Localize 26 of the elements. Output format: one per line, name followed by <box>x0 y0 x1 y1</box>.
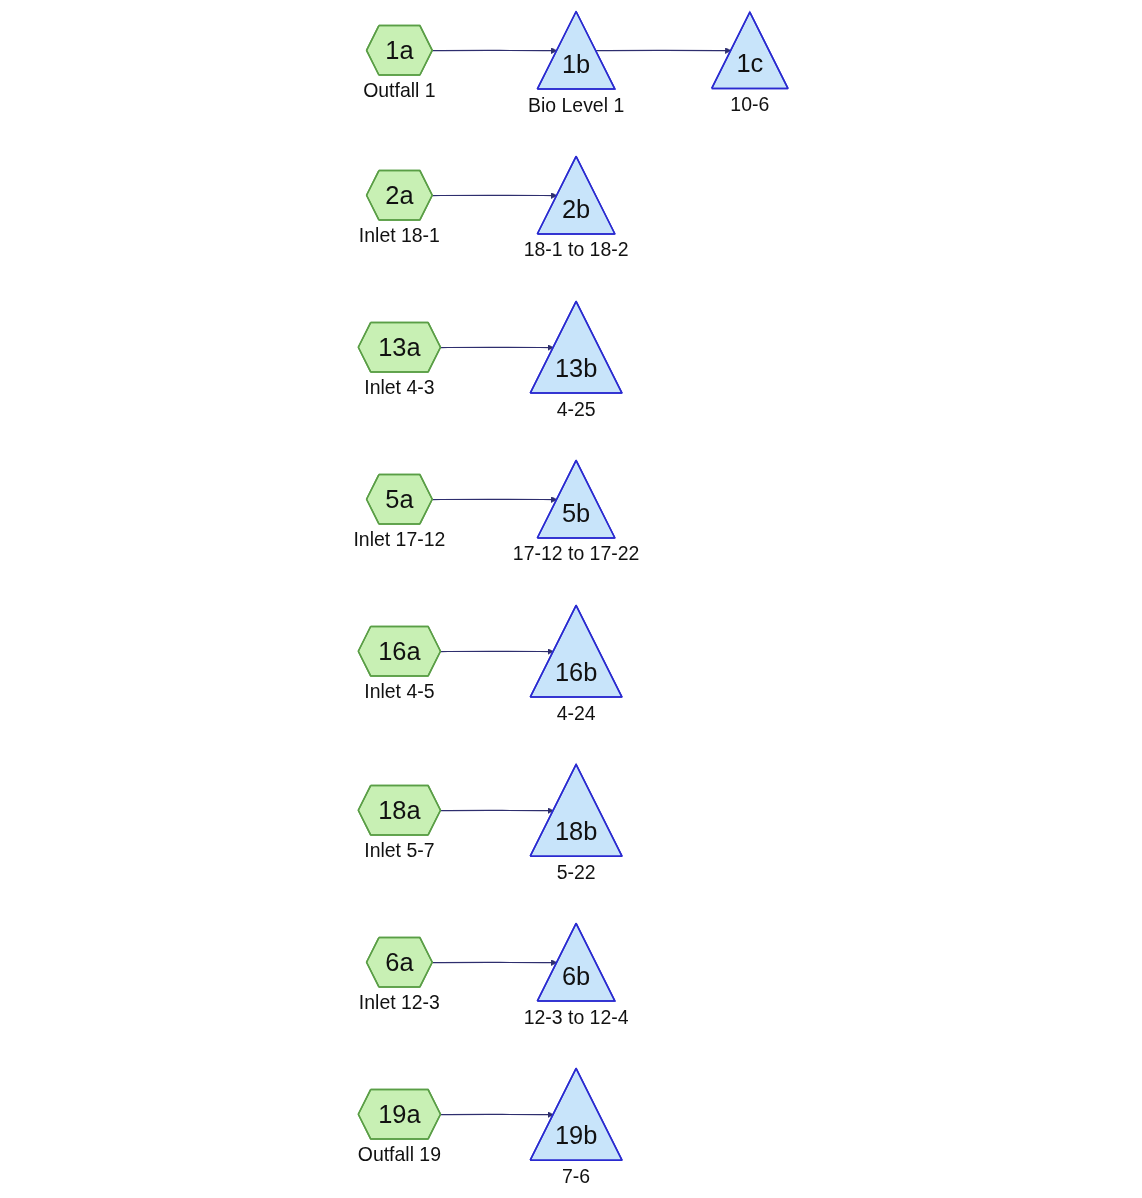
arrow <box>595 47 732 54</box>
arrow <box>432 496 558 503</box>
node-caption: 7-6 <box>562 1164 591 1187</box>
arrow <box>432 192 558 199</box>
node-caption: 10-6 <box>730 92 770 115</box>
node-caption: Inlet 12-3 <box>359 991 441 1014</box>
node-caption: Inlet 17-12 <box>353 528 446 551</box>
node-caption: Inlet 5-7 <box>364 839 435 862</box>
node-caption: 12-3 to 12-4 <box>524 1005 629 1028</box>
node-caption: 18-1 to 18-2 <box>524 238 629 261</box>
arrow <box>440 344 555 351</box>
arrow <box>440 807 555 814</box>
node-caption: Outfall 19 <box>358 1143 442 1166</box>
arrow <box>432 47 558 54</box>
arrow <box>432 959 558 966</box>
node-caption: 4-25 <box>556 397 596 420</box>
arrow <box>440 648 555 655</box>
node-caption: Bio Level 1 <box>528 93 625 116</box>
node-caption: Outfall 1 <box>363 79 436 102</box>
node-caption: Inlet 18-1 <box>359 224 441 247</box>
arrow <box>440 1111 555 1118</box>
node-caption: 5-22 <box>556 860 596 883</box>
node-caption: 17-12 to 17-22 <box>513 542 640 565</box>
node-caption: Inlet 4-3 <box>364 376 435 399</box>
node-caption: Inlet 4-5 <box>364 680 435 703</box>
node-caption: 4-24 <box>556 701 596 724</box>
